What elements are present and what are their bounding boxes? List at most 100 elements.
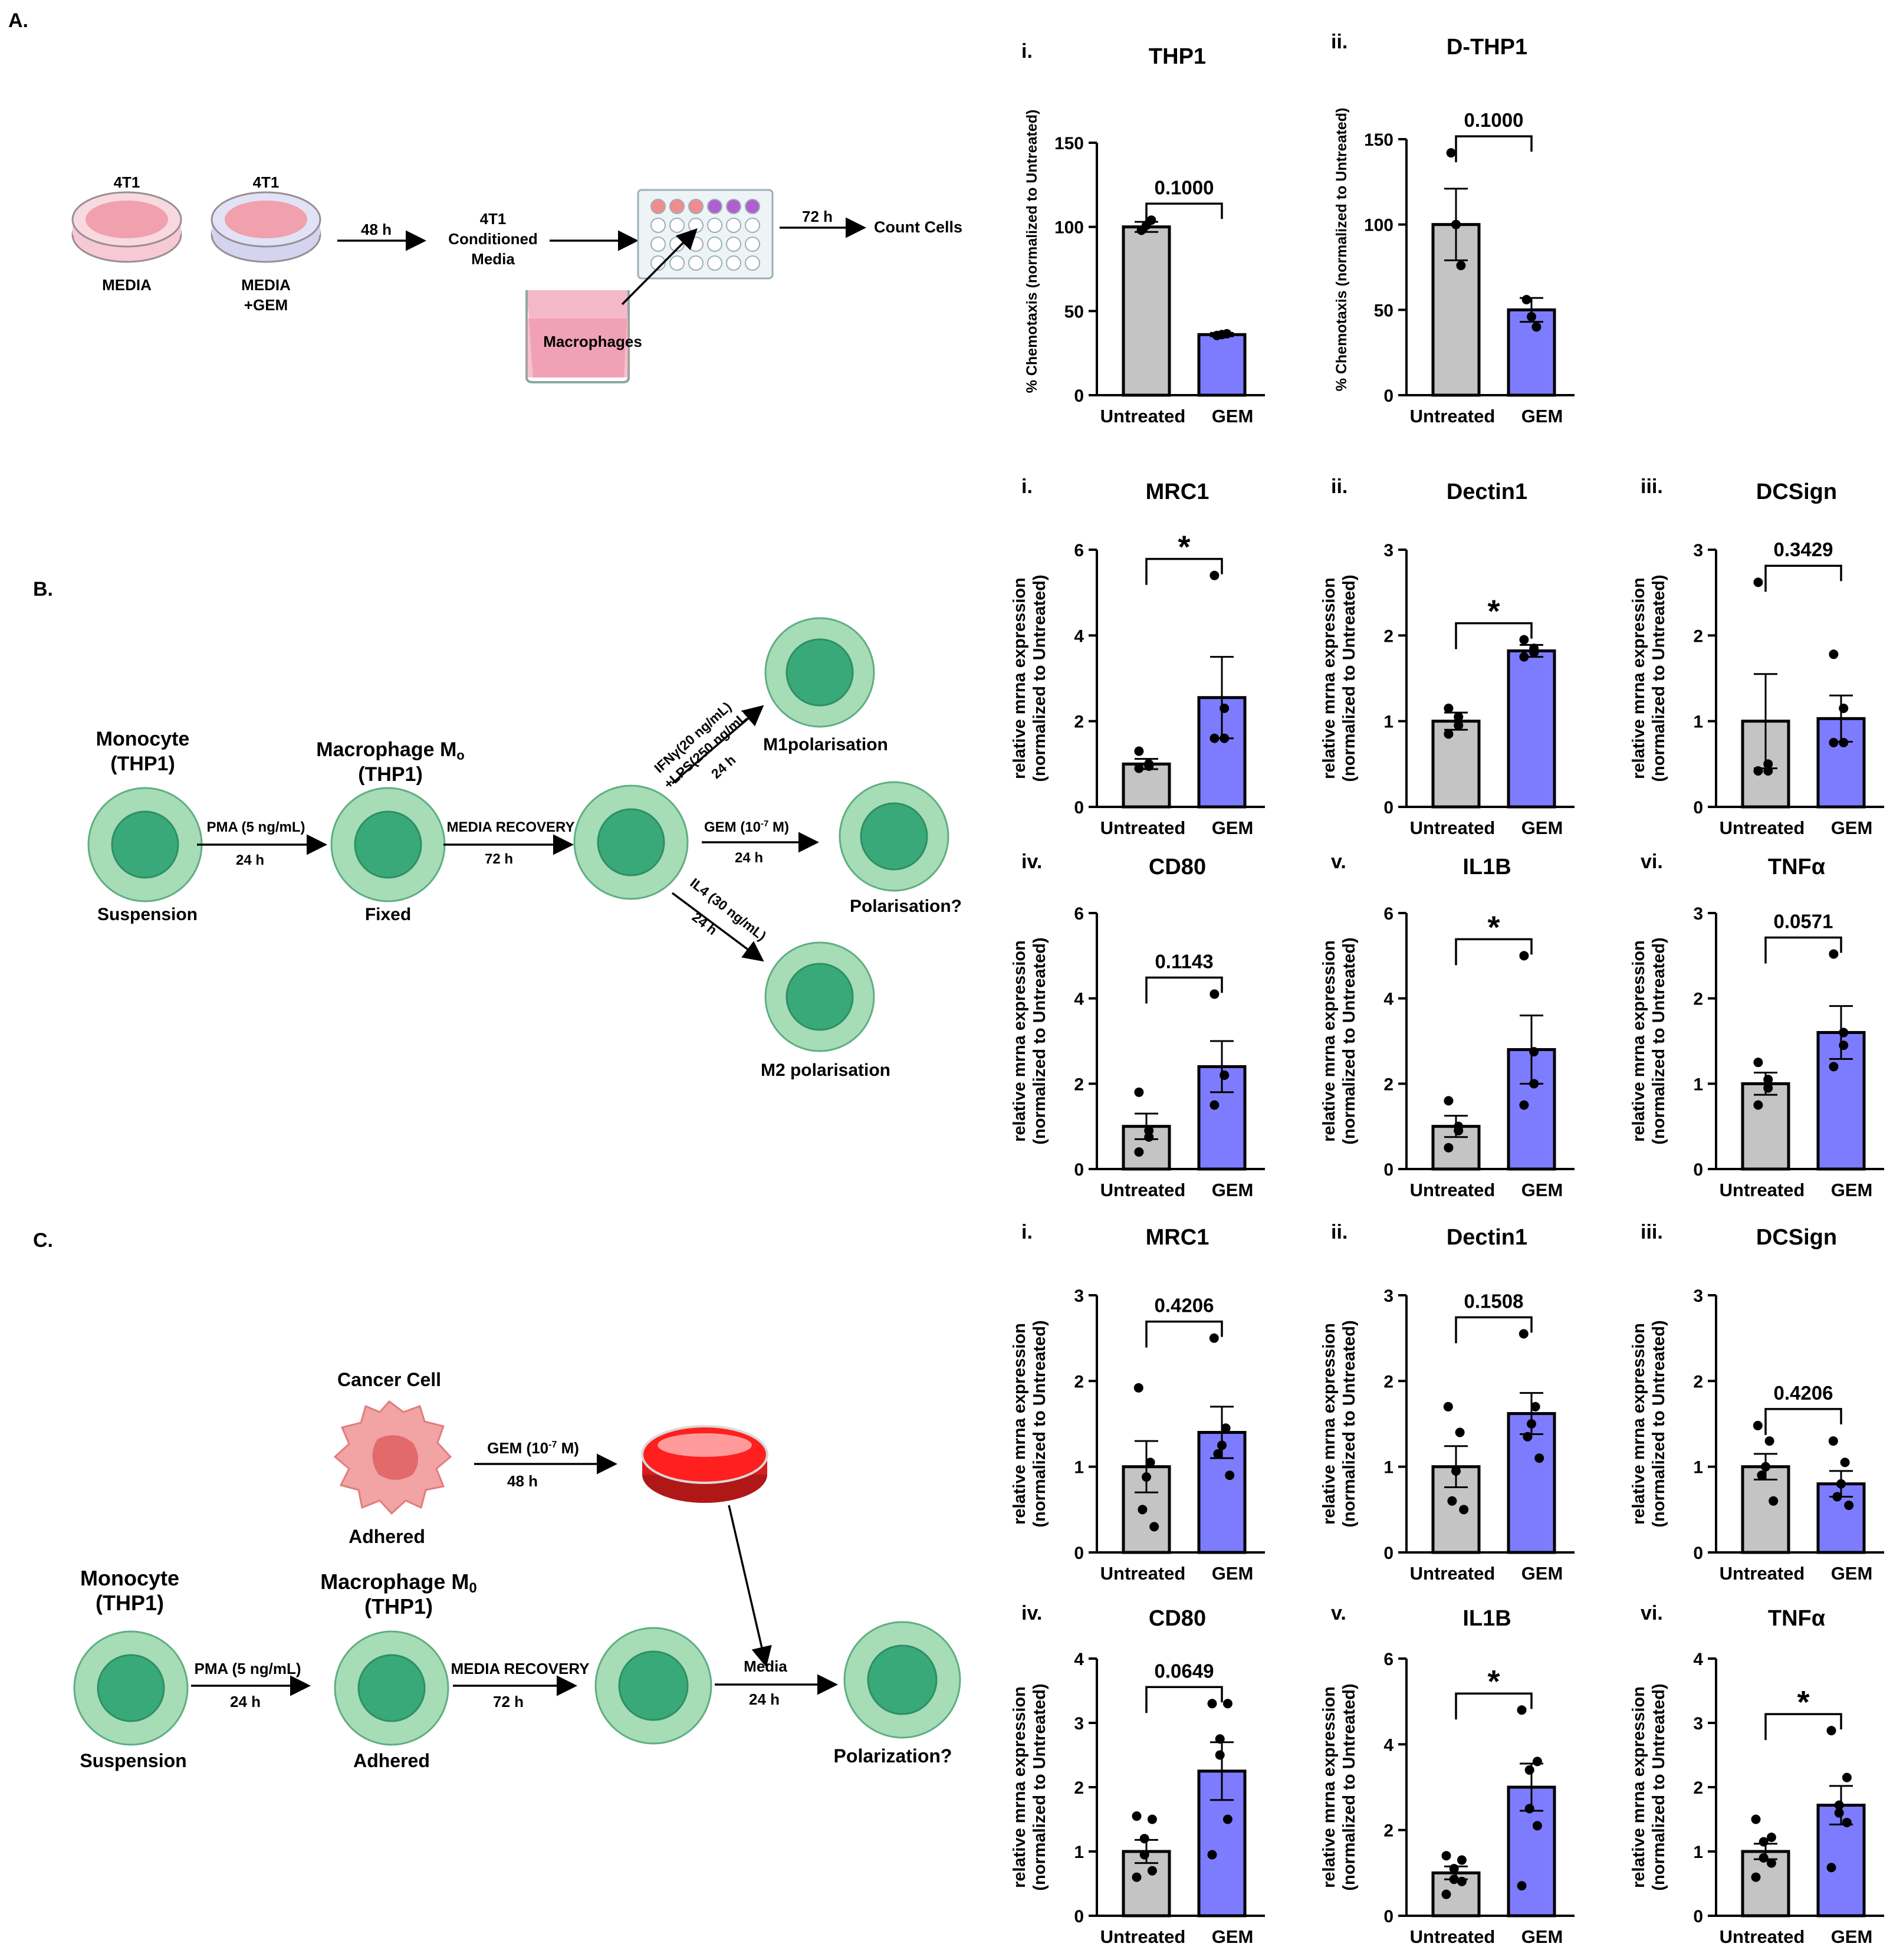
x-tick-label: Untreated	[1100, 818, 1186, 838]
bar-untreated	[1741, 1082, 1790, 1171]
well	[745, 218, 760, 233]
b-monocyte-label-1: Monocyte	[96, 728, 190, 750]
y-tick-label: 0	[1693, 1160, 1703, 1180]
data-point	[1521, 294, 1531, 304]
data-point	[1836, 1479, 1846, 1489]
gem-treated-cell	[839, 781, 949, 892]
c-pma-time: 24 h	[230, 1693, 261, 1711]
b-macrophage-label-1: Macrophage Mo	[316, 738, 465, 763]
y-tick-label: 100	[1054, 218, 1084, 238]
bar-untreated	[1122, 762, 1171, 809]
y-tick-label: 3	[1693, 1714, 1703, 1734]
x-tick-label: Untreated	[1720, 1926, 1805, 1947]
data-point	[1138, 1505, 1148, 1515]
c-macrophage-label-2: (THP1)	[364, 1594, 433, 1618]
chart-title: CD80	[1149, 1606, 1206, 1631]
data-point	[1454, 712, 1464, 722]
data-point	[1446, 148, 1456, 158]
data-point	[1763, 1083, 1773, 1093]
chart-title: CD80	[1149, 855, 1206, 879]
data-point	[1531, 322, 1542, 332]
y-axis-label: (normalized to Untreated)	[1030, 937, 1049, 1144]
significance-label: 0.4206	[1155, 1295, 1214, 1316]
x-tick-label: GEM	[1521, 818, 1563, 838]
chart-index: v.	[1331, 851, 1346, 873]
y-tick-label: 2	[1383, 1372, 1393, 1391]
data-point	[1519, 1329, 1529, 1339]
chart-index: i.	[1021, 40, 1033, 63]
data-point	[1763, 759, 1773, 769]
data-point	[1217, 1440, 1227, 1450]
y-tick-label: 3	[1074, 1286, 1084, 1306]
data-point	[1753, 1100, 1763, 1110]
c-monocyte-label-2: (THP1)	[96, 1591, 164, 1615]
significance-label: *	[1487, 1664, 1500, 1699]
significance-bracket	[1455, 135, 1533, 163]
significance-bracket	[1145, 202, 1223, 230]
y-tick-label: 150	[1054, 134, 1084, 153]
well	[688, 255, 704, 271]
data-point	[1840, 1457, 1850, 1467]
data-point	[1532, 1821, 1542, 1831]
c-media-time: 24 h	[749, 1690, 780, 1708]
y-axis-label: relative mrna expression	[1320, 940, 1339, 1142]
data-point	[1220, 733, 1230, 743]
c-macrophage-m0-cell	[334, 1630, 449, 1746]
y-tick-label: 100	[1364, 216, 1393, 235]
well	[650, 199, 666, 214]
data-point	[1220, 703, 1230, 713]
data-point	[1842, 1817, 1852, 1827]
y-tick-label: 0	[1693, 798, 1703, 818]
dish2-bottom-label-1: MEDIA	[241, 276, 291, 294]
data-point	[1753, 1058, 1763, 1068]
y-axis-label: relative mrna expression	[1010, 940, 1029, 1142]
data-point	[1529, 1047, 1539, 1057]
data-point	[1761, 1462, 1770, 1472]
well	[688, 237, 704, 252]
significance-bracket	[1455, 938, 1533, 966]
data-point	[1828, 1436, 1838, 1446]
y-tick-label: 4	[1074, 1650, 1084, 1669]
chart-index: ii.	[1331, 475, 1347, 498]
data-point	[1225, 1470, 1235, 1480]
data-point	[1451, 1466, 1461, 1476]
data-point	[1517, 1881, 1527, 1891]
count-cells-label: Count Cells	[874, 218, 962, 236]
data-point	[1222, 1699, 1232, 1709]
arrow-48h-label: 48 h	[361, 221, 392, 238]
data-point	[1132, 1872, 1142, 1882]
x-tick-label: GEM	[1521, 406, 1563, 426]
data-point	[1842, 1772, 1852, 1782]
y-axis-label: (normalized to Untreated)	[1340, 574, 1359, 782]
significance-bracket	[1145, 1320, 1223, 1348]
data-point	[1530, 1401, 1540, 1411]
x-tick-label: GEM	[1831, 1180, 1873, 1200]
y-axis-label: relative mrna expression	[1320, 1686, 1339, 1888]
y-tick-label: 3	[1693, 1286, 1703, 1306]
y-axis-label: relative mrna expression	[1629, 940, 1648, 1142]
y-tick-label: 3	[1383, 541, 1393, 560]
data-point	[1454, 720, 1464, 730]
significance-label: 0.1000	[1155, 176, 1214, 198]
chart-index: i.	[1021, 475, 1033, 498]
chart-index: vi.	[1641, 1602, 1663, 1624]
y-tick-label: 0	[1074, 798, 1084, 818]
data-point	[1215, 1750, 1225, 1760]
data-point	[1449, 1874, 1459, 1885]
b-gem-condition: GEM (10-7 M)	[704, 819, 789, 835]
chart-index: v.	[1331, 1602, 1346, 1624]
data-point	[1149, 1522, 1159, 1532]
chart-title: Dectin1	[1447, 1225, 1527, 1250]
macrophage-m0-cell	[330, 787, 446, 902]
data-point	[1459, 1505, 1469, 1515]
data-point	[1759, 1853, 1769, 1863]
data-point	[1839, 738, 1849, 747]
data-point	[1142, 1472, 1151, 1482]
